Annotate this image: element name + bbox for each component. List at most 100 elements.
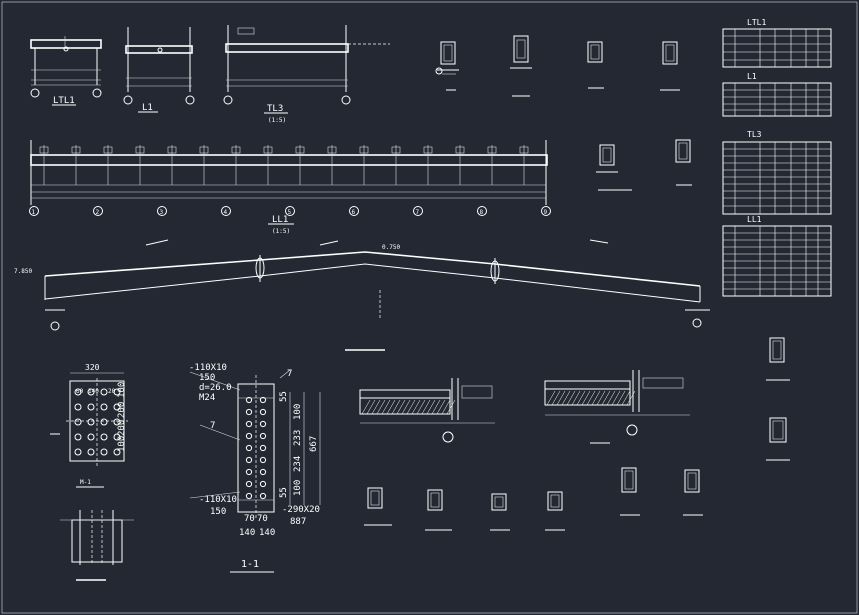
splice-bolt: [245, 444, 253, 452]
rebar-sections-bottom: [364, 337, 790, 531]
axis-bubble-label: 3: [160, 209, 164, 216]
splice-bolt: [245, 408, 253, 416]
tl3-scale: (1:5): [268, 117, 286, 124]
table-l1-title: L1: [747, 72, 757, 81]
axis-bubble: [477, 206, 487, 216]
splice-dim-right-4: 100: [293, 480, 303, 496]
slab-hatch: [426, 399, 436, 415]
ll1-tick-group: [39, 145, 529, 185]
beam-end-detail-right: [544, 370, 690, 444]
slab-hatch: [371, 399, 381, 415]
splice-top-plate: -110X10: [189, 363, 227, 373]
section-details-top: [435, 35, 680, 97]
splice-dim-right-2: 233: [293, 430, 303, 446]
axis-bubble: [157, 206, 167, 216]
slab-hatch: [626, 390, 636, 406]
table-ltl1-title: LTL1: [747, 18, 766, 27]
section-details-mid: [596, 139, 692, 191]
slab-hatch: [566, 390, 576, 406]
ll1-hanger-cap: [359, 146, 369, 154]
slab-hatch: [586, 390, 596, 406]
ridge-left-level: 7.850: [14, 268, 32, 275]
splice-bolt: [245, 456, 253, 464]
base-plate-left-dims: 100 200 200 100: [117, 382, 127, 452]
slab-hatch: [401, 399, 411, 415]
base-plate-dim-1: 60: [76, 388, 84, 395]
slab-hatch: [601, 390, 611, 406]
splice-dim-right-1: 100: [293, 404, 303, 420]
base-plate-dim-3: 20: [108, 388, 116, 395]
ll1-hanger-cap: [39, 146, 49, 154]
axis-bubble-label: 2: [96, 209, 100, 216]
anchor-bolt-hole: [74, 388, 82, 396]
slab-hatch: [366, 399, 376, 415]
slab-hatch: [386, 399, 396, 415]
beam-end-hatch-group: [361, 390, 636, 415]
detail-mark-label: M-1: [80, 479, 91, 486]
slab-hatch: [616, 390, 626, 406]
slab-hatch: [436, 399, 446, 415]
roof-truss-elevation: 7.850 0.750: [14, 239, 710, 351]
splice-bottom-plate-length: 150: [210, 507, 226, 517]
ll1-hanger-cap: [487, 146, 497, 154]
slab-hatch: [551, 390, 561, 406]
splice-dim-887: 887: [290, 517, 306, 527]
splice-dim-667: 667: [309, 436, 319, 452]
ll1-hanger-cap: [327, 146, 337, 154]
slab-hatch: [446, 399, 456, 415]
slab-hatch: [416, 399, 426, 415]
slab-hatch: [576, 390, 586, 406]
slab-hatch: [596, 390, 606, 406]
anchor-bolt-hole: [87, 418, 95, 426]
ll1-elevation: [30, 140, 548, 205]
splice-bolt: [245, 420, 253, 428]
ll1-hanger-cap: [231, 146, 241, 154]
axis-bubble-label: 9: [544, 209, 548, 216]
axis-bubble: [541, 206, 551, 216]
ll1-hanger-cap: [519, 146, 529, 154]
slab-hatch: [421, 399, 431, 415]
axis-bubble: [285, 206, 295, 216]
splice-bolt: [259, 468, 267, 476]
base-plate-bolt-group: [74, 388, 121, 456]
ll1-hanger-cap: [71, 146, 81, 154]
splice-dim-bottom-4: 140: [259, 528, 275, 538]
beam-end-detail-left: [359, 378, 495, 443]
table-tl3: TL3: [722, 130, 832, 215]
ll1-scale: (1:5): [272, 228, 290, 235]
ll1-title: LL1: [272, 215, 288, 225]
splice-bolt: [245, 492, 253, 500]
slab-hatch: [561, 390, 571, 406]
ll1-hanger-cap: [263, 146, 273, 154]
base-plate-dim-left-1: 100: [117, 436, 127, 452]
anchor-bolt-hole: [87, 448, 95, 456]
axis-bubble: [413, 206, 423, 216]
splice-dim-bottom-3: 140: [239, 528, 255, 538]
ll1-hanger-cap: [167, 146, 177, 154]
slab-hatch: [591, 390, 601, 406]
splice-bolt: [245, 468, 253, 476]
anchor-bolt-hole: [100, 388, 108, 396]
anchor-bolt-hole: [74, 448, 82, 456]
anchor-bolt-hole: [113, 448, 121, 456]
axis-bubble: [93, 206, 103, 216]
ll1-hanger-cap: [135, 146, 145, 154]
splice-weld-left: 7: [210, 421, 215, 431]
anchor-bolt-hole: [113, 388, 121, 396]
table-ll1-title: LL1: [747, 215, 762, 224]
anchor-bolt-hole: [100, 433, 108, 441]
anchor-bolt-hole: [74, 403, 82, 411]
splice-bolt: [259, 492, 267, 500]
tl3-elevation: TL3 (1:5): [223, 25, 390, 124]
axis-bubble: [349, 206, 359, 216]
splice-bolt: [259, 456, 267, 464]
slab-hatch: [396, 399, 406, 415]
slab-hatch: [431, 399, 441, 415]
base-plate-dim-left-3: 200: [117, 402, 127, 418]
axis-bubble: [221, 206, 231, 216]
splice-joint-elevation: -110X10 150 d=26.0 M24 7 7 -110X10 150 -…: [189, 363, 321, 573]
table-ll1: LL1: [722, 215, 832, 297]
ltl1-title: LTL1: [53, 96, 75, 106]
